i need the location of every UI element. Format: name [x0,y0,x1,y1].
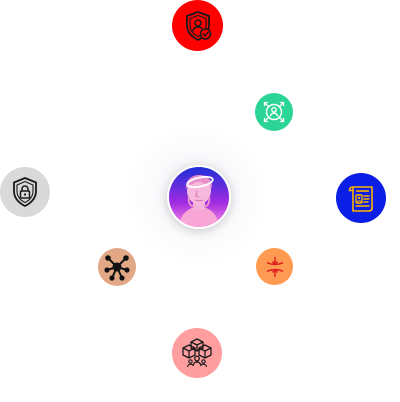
greek-statue-bust-icon [169,167,229,227]
user-focus-node[interactable] [255,93,293,131]
network-hub-node[interactable] [98,248,136,286]
user-focus-arrows-icon [263,101,285,123]
shield-lock-icon [13,177,37,207]
blocks-users-icon [182,338,212,368]
shield-lock-node[interactable] [0,167,50,217]
blocks-users-node[interactable] [172,328,222,378]
shield-user-check-icon [185,10,211,41]
id-document-node[interactable] [336,173,386,223]
id-document-icon [348,186,374,212]
compress-node[interactable] [256,248,293,285]
center-avatar[interactable] [167,165,231,229]
network-hub-icon [104,255,130,281]
shield-user-check-node[interactable] [172,0,223,51]
compress-vertical-icon [266,256,283,277]
